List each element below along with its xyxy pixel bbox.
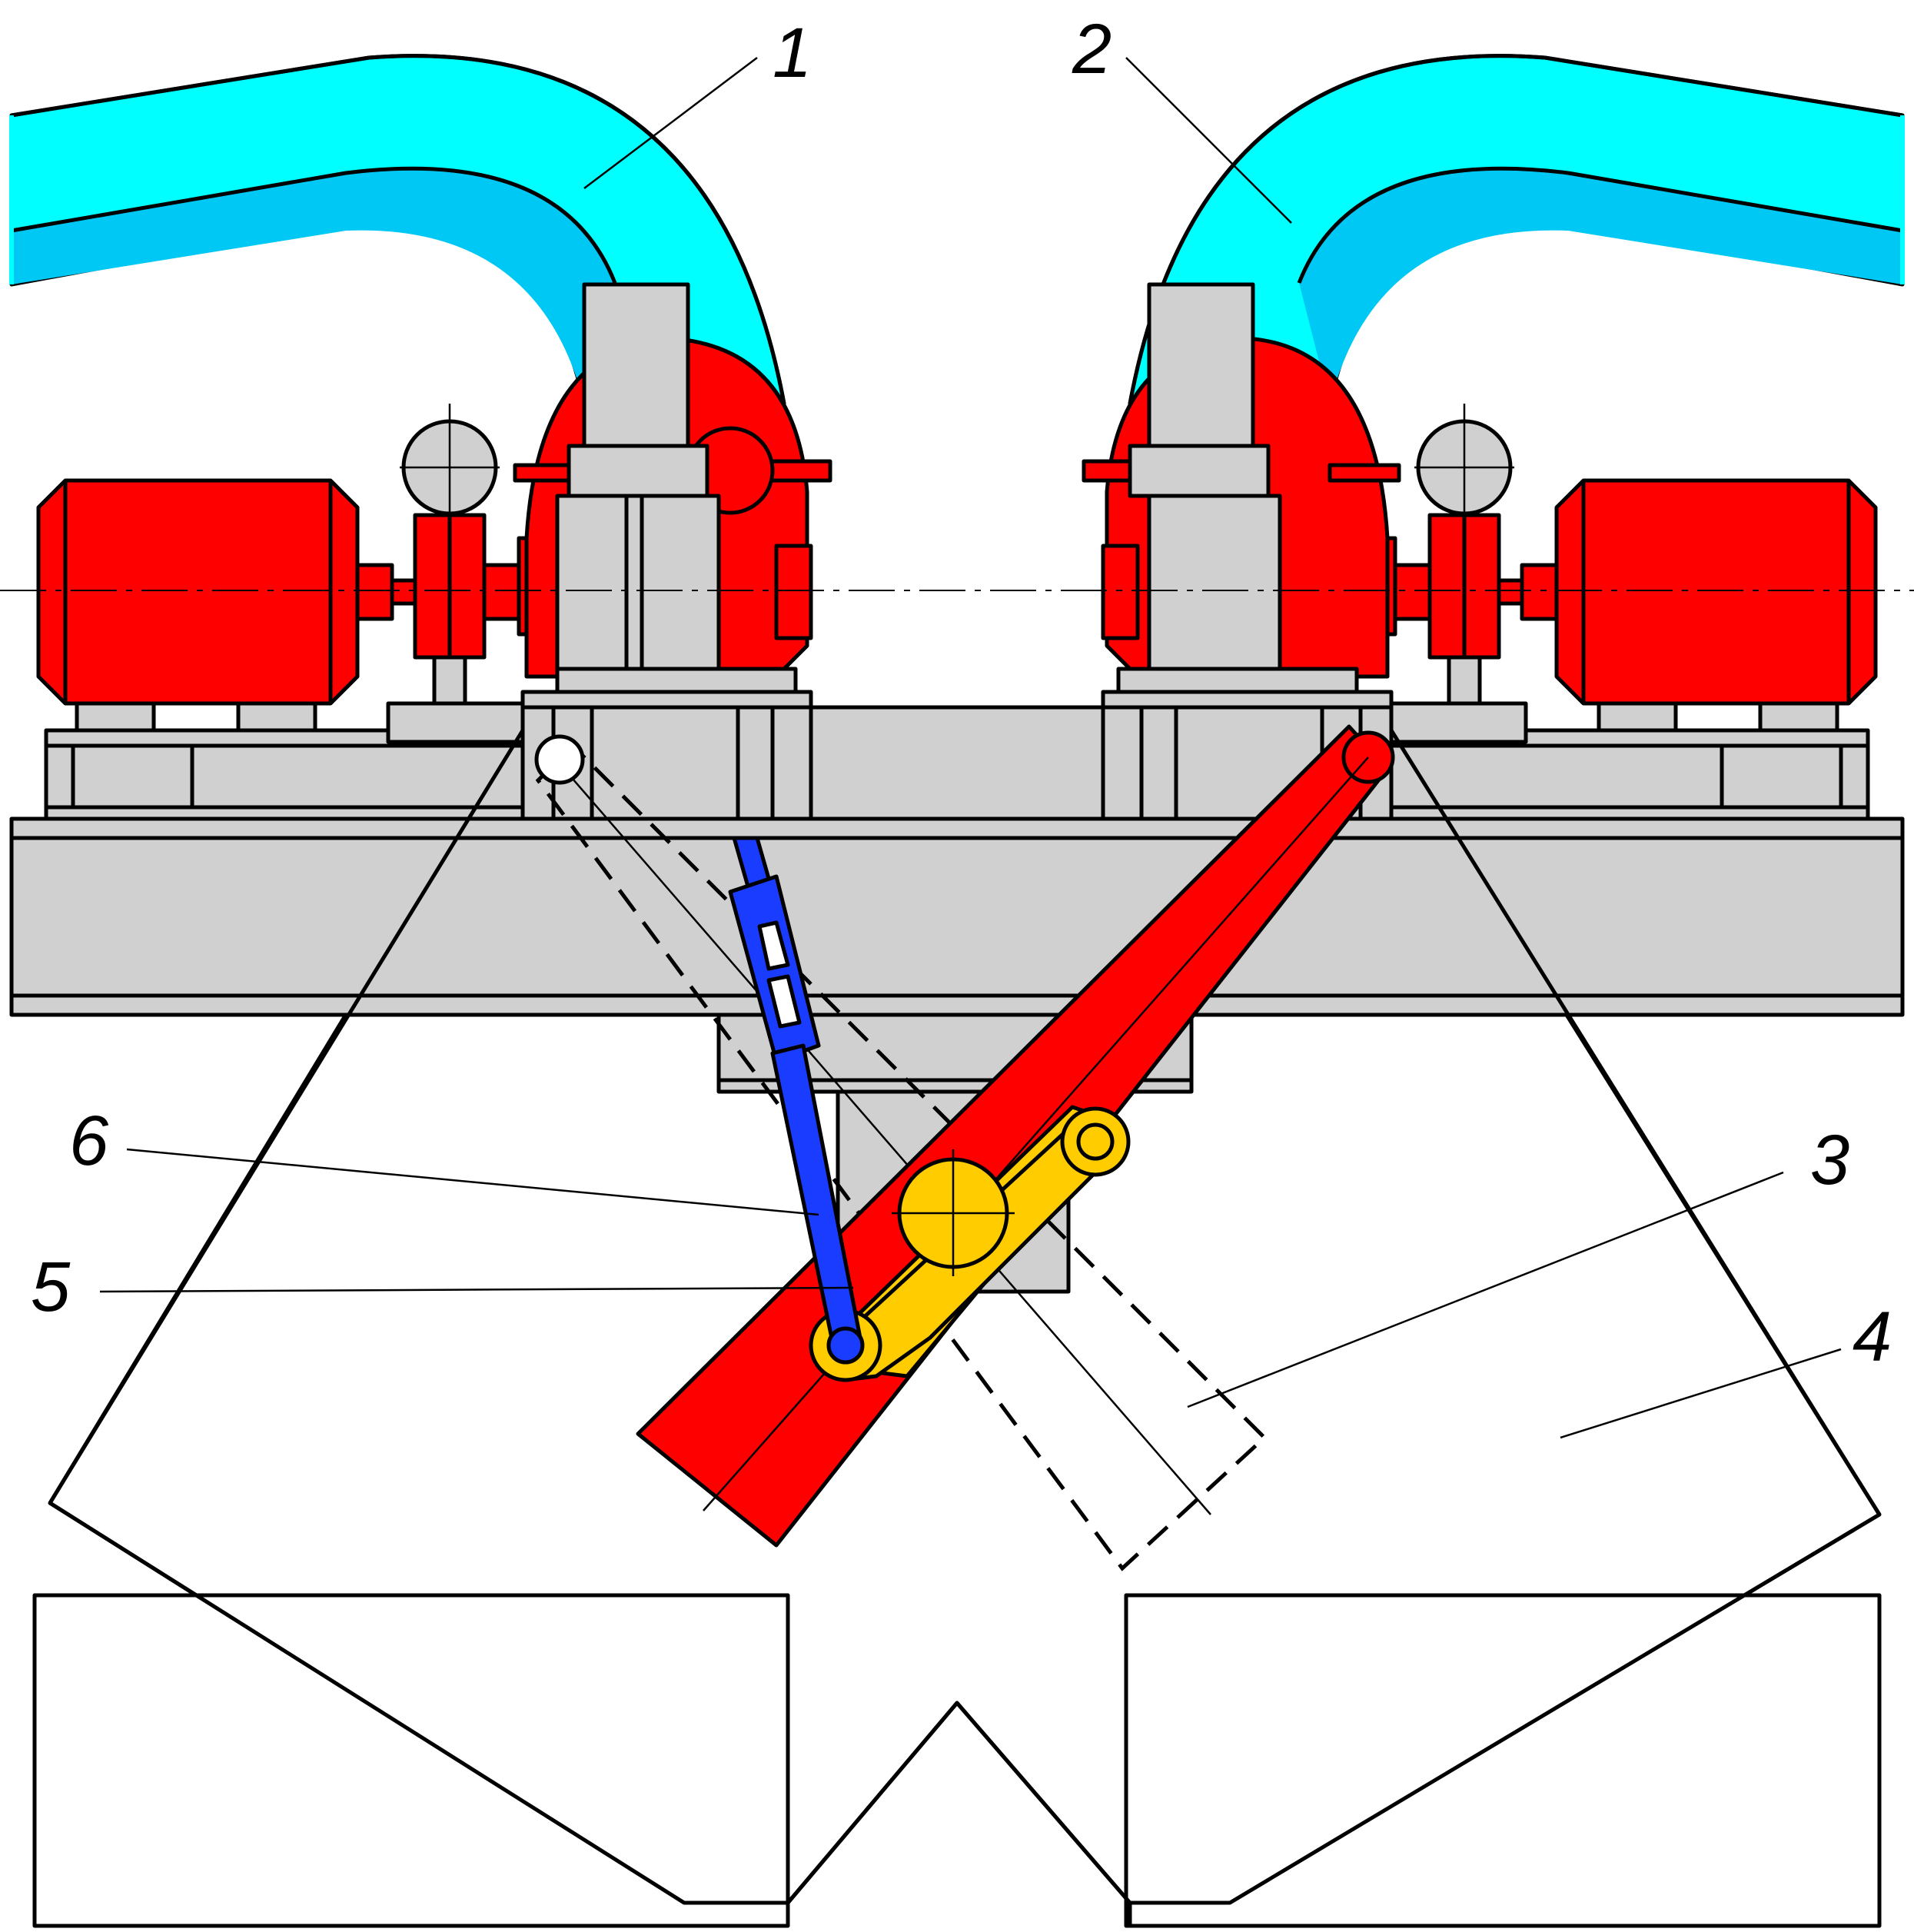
rocker-arm	[809, 1105, 1131, 1382]
label-4: 4	[1853, 1298, 1892, 1376]
label-2: 2	[1072, 10, 1112, 88]
motor-right	[1554, 478, 1878, 733]
outlet-right	[1124, 1593, 1882, 1928]
center-crossbeam	[809, 705, 1105, 821]
label-1: 1	[773, 14, 812, 92]
hopper-lower-outline	[48, 1501, 1881, 1926]
callout-labels: 1 2 6 5 3 4	[31, 10, 1892, 1376]
flap-open-position	[534, 734, 1268, 1571]
label-3: 3	[1810, 1121, 1849, 1199]
main-beam	[9, 816, 1905, 1017]
coupling-right	[1362, 404, 1559, 706]
coupling-left	[355, 404, 552, 706]
label-6: 6	[69, 1102, 109, 1180]
leader-lines	[99, 57, 1842, 1439]
gearbox-left	[513, 282, 832, 694]
hydraulic-cylinder	[728, 836, 865, 1365]
outlet-left	[32, 1593, 790, 1928]
hopper-upper-edges	[48, 729, 1882, 1516]
label-5: 5	[31, 1248, 71, 1326]
gearbox-right	[1082, 282, 1401, 694]
motor-left	[36, 478, 360, 733]
